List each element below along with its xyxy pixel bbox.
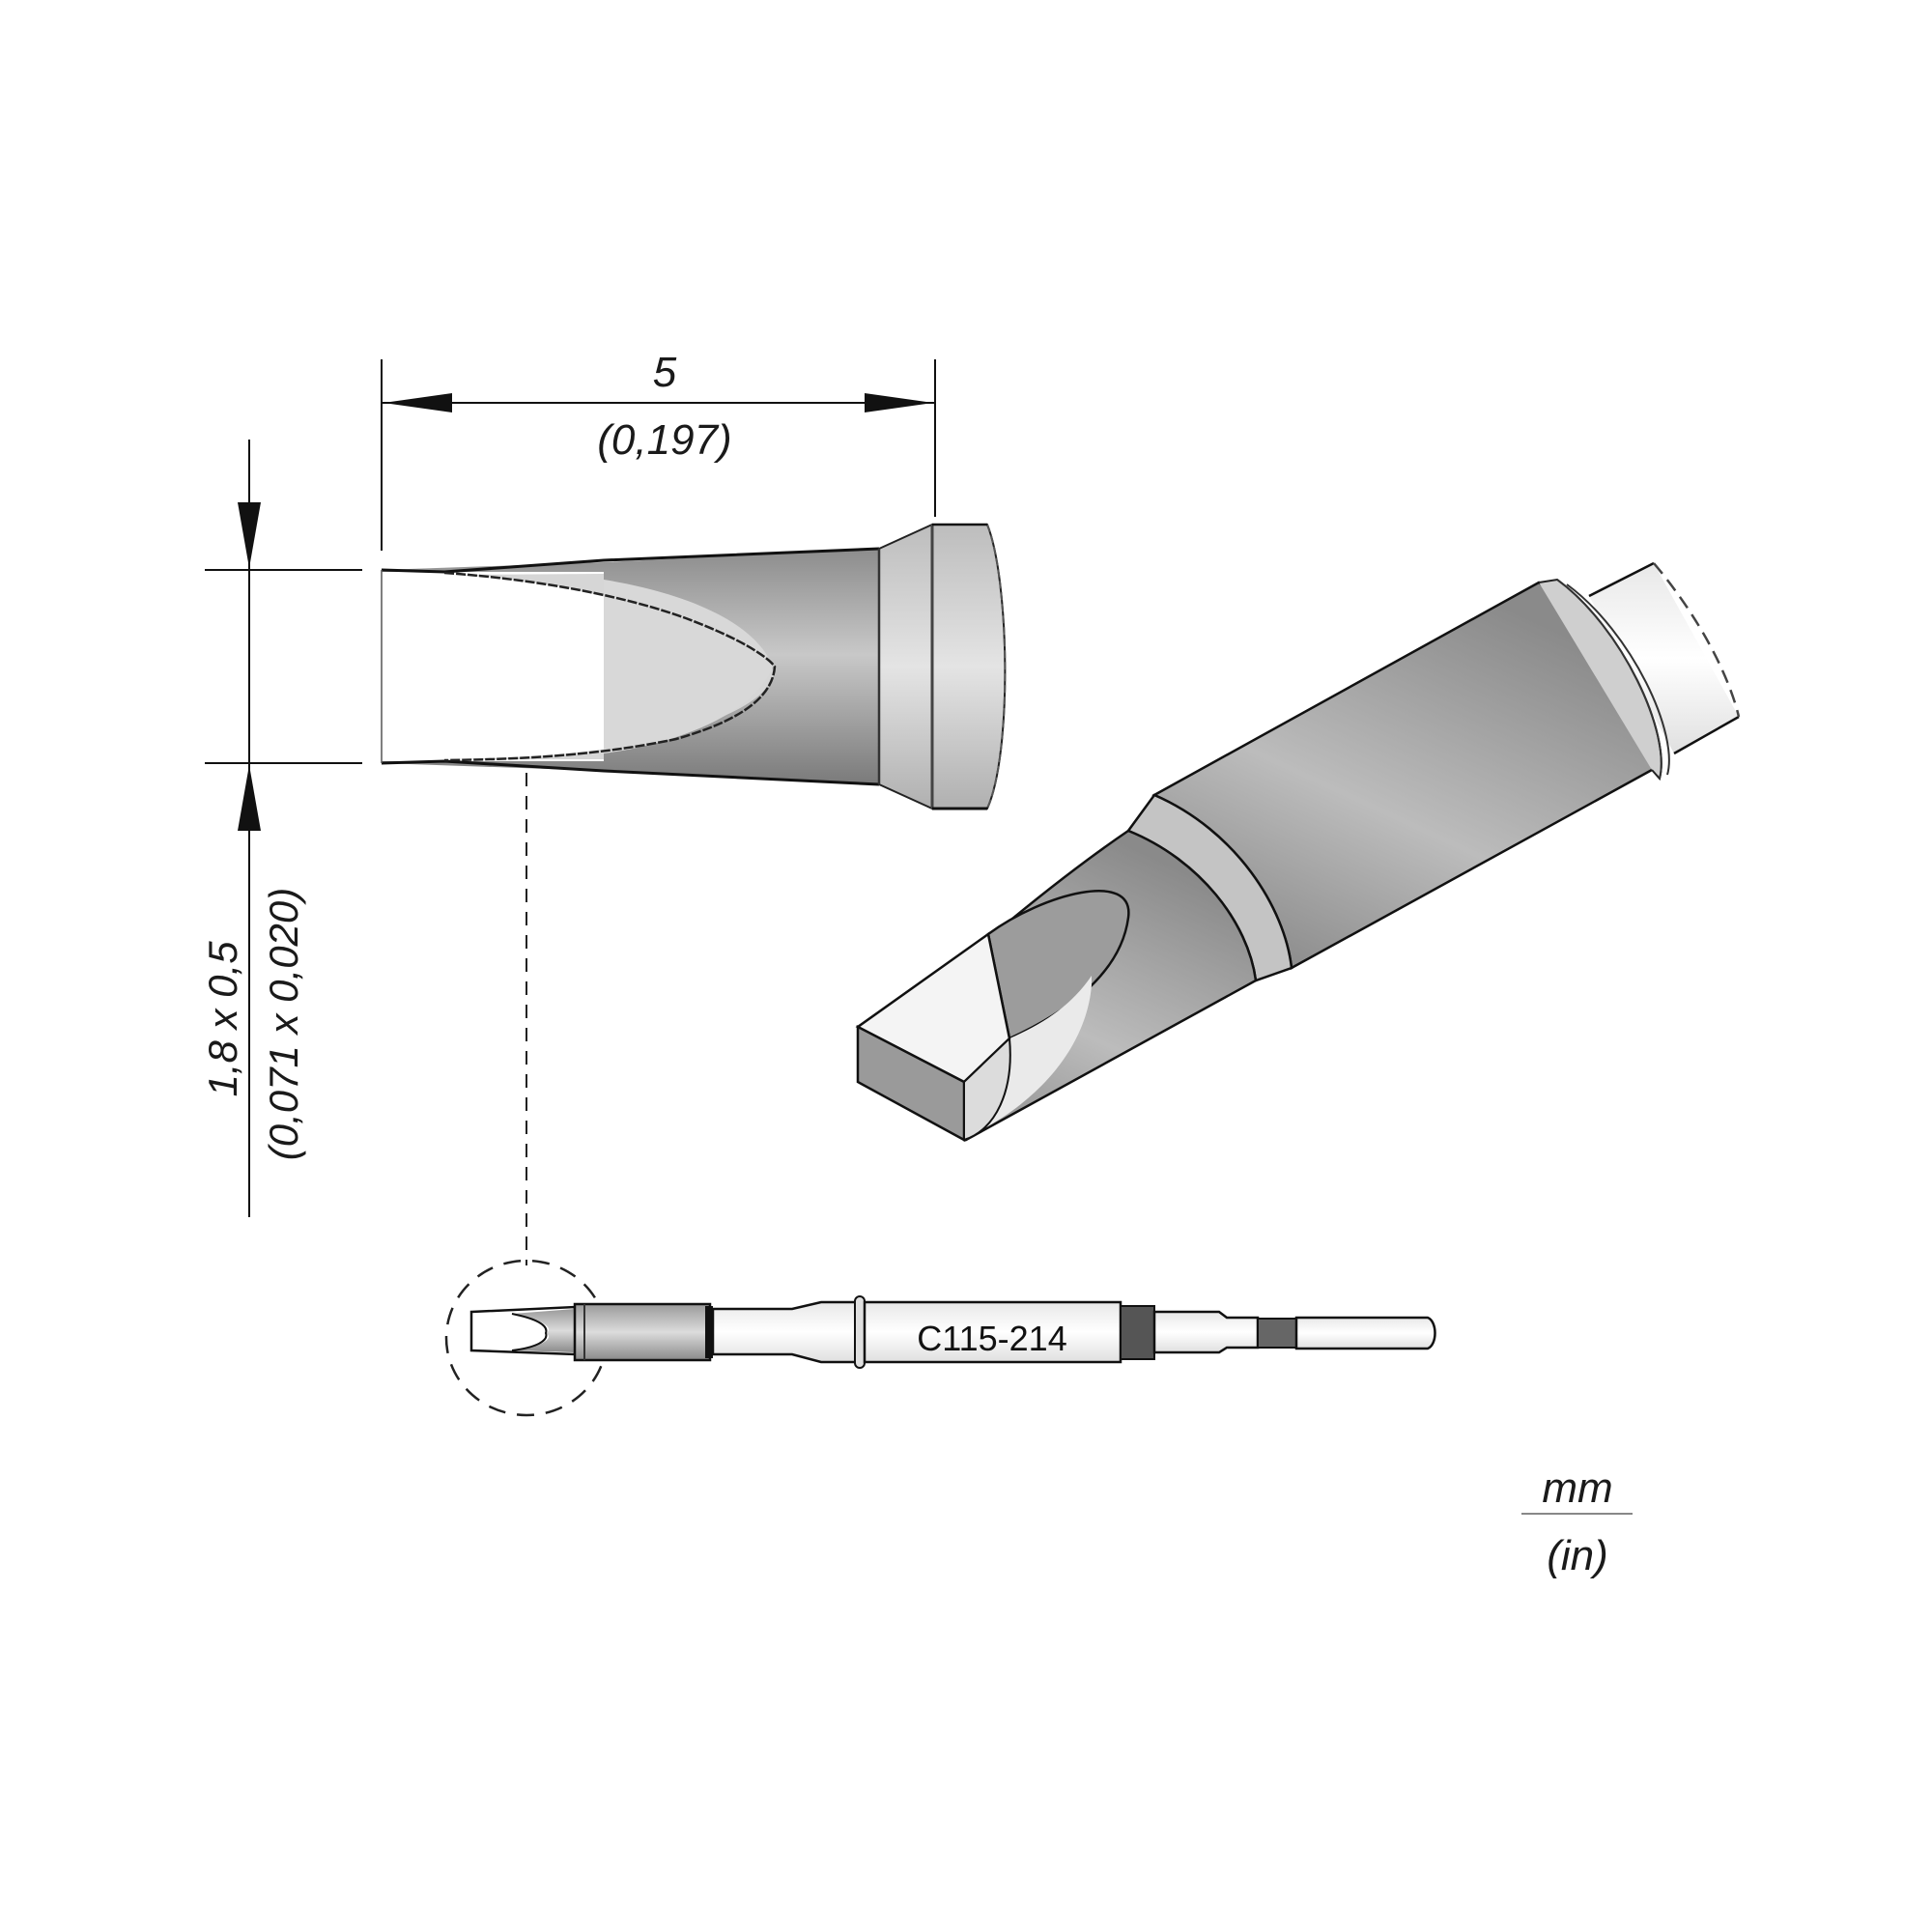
side-view [381, 523, 1007, 810]
units-legend: mm (in) [1521, 1464, 1633, 1579]
tip-size-dimension: 1,8 x 0,5 (0,071 x 0,020) [200, 440, 362, 1217]
length-dimension: 5 (0,197) [381, 349, 936, 551]
isometric-view [855, 561, 1741, 1143]
part-number-label: C115-214 [917, 1319, 1066, 1358]
tip-size-mm-label: 1,8 x 0,5 [200, 941, 245, 1097]
units-mm-label: mm [1542, 1464, 1612, 1512]
arrow-down-icon [238, 502, 261, 568]
full-cartridge-view: C115-214 [444, 1259, 1436, 1417]
arrow-up-icon [238, 765, 261, 831]
length-in-label: (0,197) [597, 416, 731, 464]
length-mm-label: 5 [653, 349, 677, 396]
units-in-label: (in) [1547, 1532, 1608, 1579]
tip-size-in-label: (0,071 x 0,020) [261, 888, 306, 1161]
arrow-right-icon [865, 393, 933, 412]
arrow-left-icon [384, 393, 452, 412]
